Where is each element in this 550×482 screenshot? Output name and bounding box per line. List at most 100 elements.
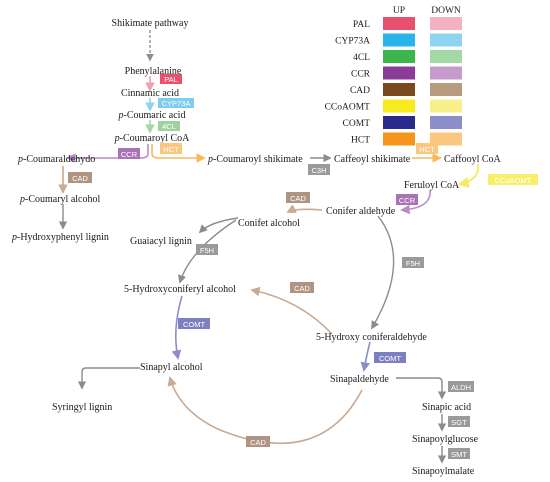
- enzyme-comt-left: COMT: [178, 318, 210, 329]
- arrow-cad-bottom: [167, 376, 363, 445]
- enzyme-sgt: SGT: [448, 416, 470, 427]
- svg-text:CYP73A: CYP73A: [162, 99, 191, 108]
- arrow-ccr-right: [400, 189, 431, 215]
- label-phenylalanine: Phenylalanine: [125, 66, 182, 77]
- arrow-cad-center: [250, 286, 333, 335]
- svg-text:HCT: HCT: [419, 145, 435, 154]
- label-conifer-aldehyde: Conifer aldehyde: [326, 206, 396, 217]
- enzyme-hct-left: HCT: [160, 143, 182, 154]
- enzyme-ccoaomt: CCoAOMT: [488, 174, 538, 185]
- svg-text:PAL: PAL: [164, 75, 178, 84]
- legend-swatch-down: [430, 66, 462, 80]
- svg-text:F5H: F5H: [200, 246, 214, 255]
- enzyme-boxes: PAL CYP73A 4CL CCR HCT CAD C3H HCT CCoAO…: [68, 74, 538, 459]
- arrow-cad-mid: [286, 204, 323, 213]
- legend-label: CYP73A: [335, 37, 370, 47]
- enzyme-pal: PAL: [160, 74, 182, 84]
- legend-swatch-down: [430, 99, 462, 113]
- legend-row-hct: HCT: [351, 132, 462, 146]
- enzyme-c3h: C3H: [308, 164, 330, 175]
- legend-swatch-down: [430, 33, 462, 47]
- label-cinnamic-acid: Cinnamic acid: [121, 88, 179, 99]
- svg-text:CAD: CAD: [250, 438, 266, 447]
- legend-row-pal: PAL: [353, 17, 462, 30]
- label-syringyl-lignin: Syringyl lignin: [52, 402, 112, 413]
- svg-text:C3H: C3H: [311, 166, 326, 175]
- arrow-hct-left: [151, 144, 206, 163]
- legend-label: CCR: [351, 70, 371, 80]
- legend-swatch-up: [383, 66, 415, 80]
- arrow-ccr-left: [66, 144, 149, 163]
- pathway-arrows: [58, 30, 480, 464]
- label-5-hydroxyconiferyl-alcohol: 5-Hydroxyconiferyl alcohol: [124, 284, 236, 295]
- enzyme-aldh: ALDH: [448, 381, 474, 392]
- legend-swatch-up: [383, 132, 415, 146]
- enzyme-hct-right: HCT: [416, 143, 438, 154]
- arrow-f5h-right: [371, 215, 395, 330]
- legend-row-cyp73a: CYP73A: [335, 33, 462, 47]
- svg-text:4CL: 4CL: [162, 122, 176, 131]
- enzyme-smt: SMT: [448, 448, 470, 459]
- svg-text:CAD: CAD: [72, 174, 88, 183]
- svg-text:COMT: COMT: [183, 320, 205, 329]
- label-caffeoyl-shikimate: Caffeoyl shikimate: [334, 154, 411, 165]
- legend-swatch-up: [383, 99, 415, 113]
- legend-up-header: UP: [393, 6, 405, 16]
- legend-swatch-down: [430, 116, 462, 129]
- svg-text:F5H: F5H: [406, 259, 420, 268]
- enzyme-ccr-left: CCR: [118, 148, 140, 159]
- svg-text:CCR: CCR: [121, 150, 138, 159]
- legend-row-cad: CAD: [350, 83, 462, 96]
- legend-swatch-up: [383, 17, 415, 30]
- enzyme-cad-mid: CAD: [286, 192, 310, 203]
- label-p-coumaryl-alcohol: p-Coumaryl alcohol: [19, 194, 100, 205]
- label-p-hydroxyphenyl-lignin: p-Hydroxyphenyl lignin: [11, 232, 109, 243]
- arrow-comt-right: [360, 341, 371, 372]
- label-p-coumaroyl-coa: p-Coumaroyl CoA: [114, 133, 190, 144]
- label-p-coumaric-acid: p-Coumaric acid: [118, 110, 186, 121]
- legend-label: CAD: [350, 86, 370, 96]
- legend-row-comt: COMT: [343, 116, 462, 129]
- label-5-hydroxy-coniferaldehyde: 5-Hydroxy coniferaldehyde: [316, 332, 427, 343]
- legend-label: HCT: [351, 136, 370, 146]
- label-caffooyl-coa: Caffooyl CoA: [444, 154, 502, 165]
- svg-text:ALDH: ALDH: [451, 383, 471, 392]
- label-guaiacyl-lignin: Guaiacyl lignin: [130, 236, 192, 247]
- enzyme-ccr-right: CCR: [396, 194, 418, 205]
- legend-label: 4CL: [353, 53, 370, 63]
- label-p-coumaraldehydo: p-Coumaraldehydo: [17, 154, 95, 165]
- arrow-sinapyl-syringyl: [77, 367, 140, 390]
- svg-text:HCT: HCT: [163, 145, 179, 154]
- label-sinapic-acid: Sinapic acid: [422, 402, 471, 413]
- label-p-coumaroyl-shikimate: p-Coumaroyl shikimate: [207, 154, 303, 165]
- legend-swatch-down: [430, 132, 462, 146]
- legend-label: COMT: [343, 119, 371, 129]
- legend-swatch-down: [430, 50, 462, 63]
- label-sinapoylglucose: Sinapoylglucose: [412, 434, 479, 445]
- svg-text:SGT: SGT: [451, 418, 467, 427]
- svg-text:CAD: CAD: [290, 194, 306, 203]
- legend-row-ccoaomt: CCoAOMT: [325, 99, 462, 113]
- label-sinapyl-alcohol: Sinapyl alcohol: [140, 362, 203, 373]
- compound-labels: Shikimate pathway Phenylalanine Cinnamic…: [11, 18, 502, 477]
- legend-swatch-up: [383, 116, 415, 129]
- legend-swatch-up: [383, 50, 415, 63]
- legend-swatch-down: [430, 17, 462, 30]
- arrow-ccoaomt: [457, 163, 480, 188]
- arrow-aldh: [396, 377, 447, 400]
- legend-rows: PAL CYP73A 4CL CCR CAD CCoAOMT COMT HCT: [325, 17, 462, 146]
- enzyme-f5h-left: F5H: [196, 244, 218, 255]
- label-conifet-alcohol: Conifet alcohol: [238, 218, 300, 229]
- legend-row-ccr: CCR: [351, 66, 462, 80]
- enzyme-comt-right: COMT: [374, 352, 406, 363]
- svg-text:COMT: COMT: [379, 354, 401, 363]
- arrow-conifet-guaiacyl: [198, 217, 239, 234]
- arrow-comt-left: [171, 295, 183, 360]
- enzyme-f5h-right: F5H: [402, 257, 424, 268]
- legend-label: PAL: [353, 20, 370, 30]
- label-sinapaldehyde: Sinapaldehyde: [330, 374, 389, 385]
- svg-text:CAD: CAD: [294, 284, 310, 293]
- enzyme-4cl: 4CL: [158, 121, 180, 131]
- svg-text:SMT: SMT: [451, 450, 467, 459]
